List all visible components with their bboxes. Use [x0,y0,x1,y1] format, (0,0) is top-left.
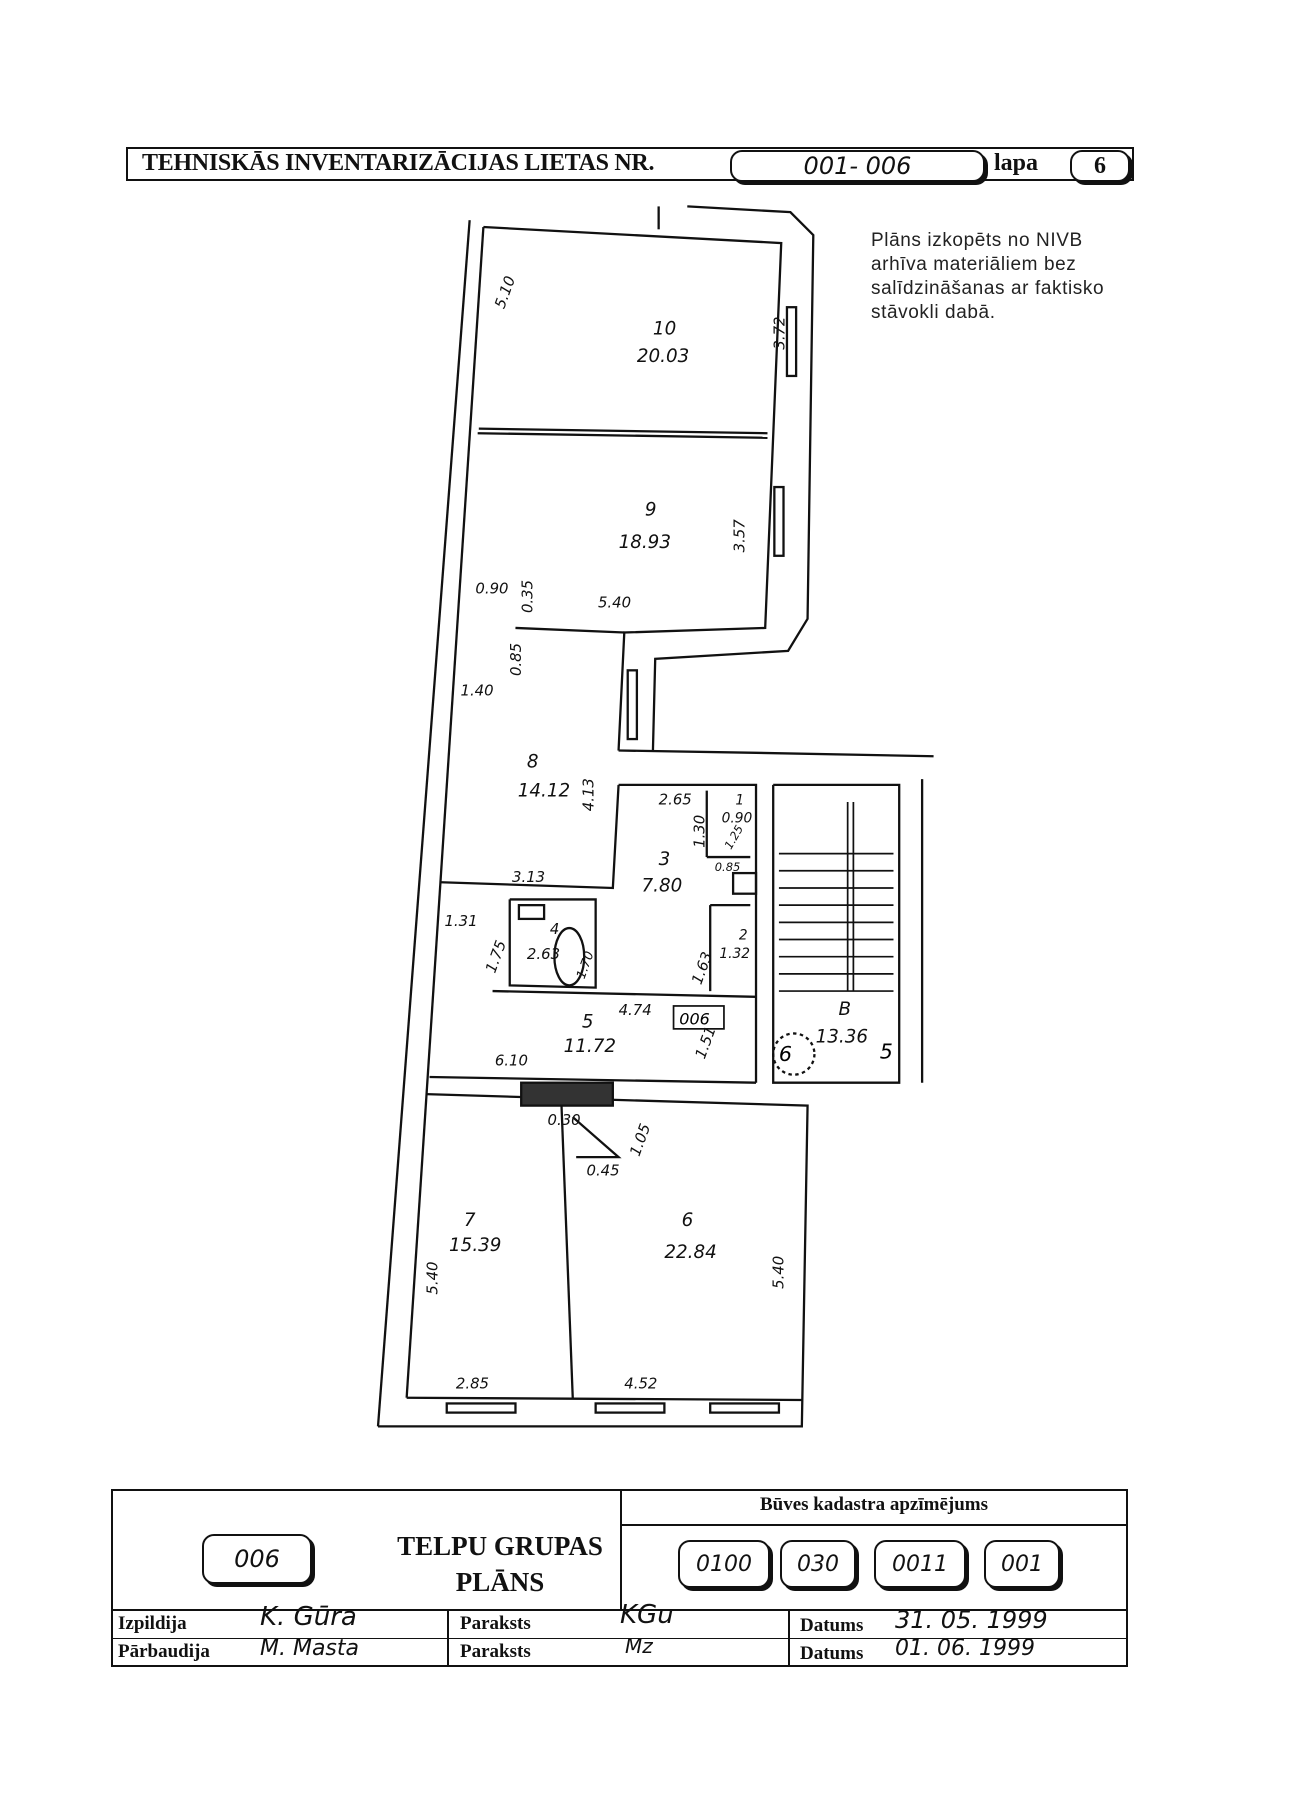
signature: KGu [620,1600,674,1630]
dimension: 0.85 [507,643,525,676]
stair-mark: 5 [880,1040,893,1064]
checker-name: M. Masta [260,1636,359,1661]
room-area: 20.03 [637,346,689,367]
room-number: 9 [645,500,657,521]
dimension: 1.75 [482,938,510,975]
group-tag: 006 [679,1009,710,1028]
dimension-labels: 5.10 3.72 3.57 5.40 0.90 0.35 0.85 1.40 … [424,274,789,1393]
disclaimer-note: Plāns izkopēts no NIVB arhīva materiālie… [871,229,1104,325]
room-area: 14.12 [518,780,570,801]
walls [376,205,934,1428]
cadastre-code: 001 [984,1540,1060,1588]
date-label: Datums [800,1643,864,1664]
dimension: 0.85 [715,860,740,874]
dimension: 2.65 [659,790,692,808]
room-area: 0.90 [722,811,753,827]
room-area: 7.80 [641,875,682,896]
date-value: 31. 05. 1999 [895,1606,1048,1634]
page-number: 6 [1070,150,1130,182]
group-tag-box [672,1005,725,1030]
dimension: 6.10 [495,1052,528,1070]
dimension: 4.13 [579,778,597,811]
dimension: 3.72 [771,316,789,349]
date-label: Datums [800,1615,864,1636]
role-label: Pārbaudija [118,1641,210,1662]
dimension: 1.25 [721,823,746,852]
room-labels: 10 20.03 9 18.93 8 14.12 3 7.80 1 0.90 2… [449,319,868,1263]
cadastre-code: 0011 [874,1540,966,1588]
dimension: 5.10 [491,274,519,311]
plan-title-line: TELPU GRUPAS [397,1531,603,1561]
dimension: 1.30 [690,815,708,848]
dimension: 1.63 [688,949,716,986]
stair-mark: 6 [779,1042,792,1066]
note-line: salīdzināšanas ar faktisko [871,278,1105,299]
room-area: 2.63 [527,945,560,963]
dimension: 0.30 [548,1111,581,1129]
dimension: 1.31 [444,912,477,930]
dimension: 0.45 [586,1161,619,1179]
dimension: 2.85 [456,1375,489,1393]
room-area: 15.39 [449,1235,501,1256]
dimension: 3.57 [731,519,749,553]
title-block [111,1489,1128,1667]
room-area: 1.32 [719,946,750,962]
plan-title-line: PLĀNS [455,1567,545,1597]
cadastre-code: 0100 [678,1540,770,1588]
room-number: 5 [582,1012,594,1033]
room-area: 22.84 [664,1242,716,1263]
room-number: 10 [653,319,676,340]
room-number: 1 [735,792,744,808]
room-area: 18.93 [619,532,671,553]
room-area: 13.36 [816,1027,868,1048]
room-number: 7 [464,1210,476,1231]
room-number: 4 [550,920,559,938]
room-number: 2 [739,928,748,944]
dimension: 4.74 [619,1001,652,1019]
dimension: 5.40 [598,593,631,611]
dimension: 0.35 [519,580,537,613]
dimension: 4.52 [624,1375,657,1393]
room-number: 8 [527,752,539,773]
signature-label: Paraksts [460,1641,531,1662]
note-line: arhīva materiāliem bez [871,254,1077,275]
signature: Mz [625,1634,653,1658]
plan-title: TELPU GRUPAS PLĀNS [380,1528,620,1600]
dimension: 3.13 [512,868,545,886]
header-frame [126,147,1134,181]
dimension: 1.40 [460,682,493,700]
signature-label: Paraksts [460,1613,531,1634]
role-label: Izpildija [118,1613,187,1634]
dimension: 1.70 [573,949,597,980]
note-line: Plāns izkopēts no NIVB [871,230,1083,251]
cadastre-header: Būves kadastra apzīmējums [759,1494,988,1515]
document-title: TEHNISKĀS INVENTARIZĀCIJAS LIETAS NR. [142,150,655,176]
note-line: stāvokli dabā. [871,302,996,323]
dimension: 1.05 [626,1121,654,1158]
dimension: 5.40 [424,1261,442,1294]
cadastre-code: 030 [780,1540,856,1588]
group-number: 006 [202,1534,312,1584]
room-number: 3 [659,849,671,870]
dimension: 5.40 [770,1256,788,1289]
date-value: 01. 06. 1999 [895,1636,1035,1661]
executor-name: K. Gūra [260,1602,357,1632]
room-area: 11.72 [564,1036,616,1057]
room-number: 6 [682,1210,694,1231]
page-label: lapa [994,150,1039,176]
case-number: 001- 006 [730,150,985,182]
dimension: 0.90 [475,580,508,598]
room-number: B [838,999,851,1020]
